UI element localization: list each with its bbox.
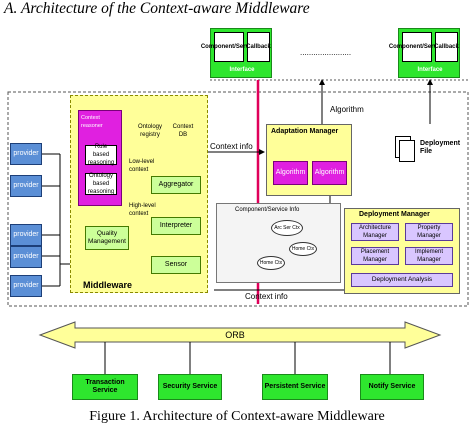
- callback-label: Callback: [434, 32, 459, 62]
- provider-box: provider: [10, 224, 42, 246]
- quality-management-box: Quality Management: [85, 226, 129, 250]
- component-service-info-title: Component/Service Info: [235, 207, 300, 213]
- provider-box: provider: [10, 246, 42, 268]
- notify-service-box: Notify Service: [360, 374, 424, 400]
- component-service-label: Component/Service: [201, 32, 257, 62]
- component-ellipsis: .......................: [300, 48, 352, 57]
- interface-label: Interface: [229, 67, 255, 73]
- middleware-container: Context reasoner Rule based reasoning On…: [70, 95, 208, 293]
- low-level-context-label: Low-level context: [129, 159, 155, 173]
- rule-based-box: Rule based reasoning: [85, 144, 117, 166]
- graph-node: Arc Ser Ctx: [271, 220, 303, 236]
- system-boundary: [7, 91, 469, 307]
- context-info-label-bottom: Context info: [245, 292, 288, 301]
- deployment-file-icon: [399, 140, 415, 162]
- security-service-box: Security Service: [158, 374, 222, 400]
- transaction-service-box: Transaction Service: [72, 374, 138, 400]
- architecture-manager-box: Architecture Manager: [351, 223, 399, 241]
- deployment-file-label: Deployment File: [420, 140, 461, 155]
- persistent-service-box: Persistent Service: [262, 374, 328, 400]
- section-heading: A. Architecture of the Context-aware Mid…: [4, 0, 310, 17]
- context-info-label-top: Context info: [210, 142, 253, 151]
- property-manager-box: Property Manager: [405, 223, 453, 241]
- context-db-label: Context DB: [172, 124, 194, 138]
- interface-label: Interface: [417, 67, 443, 73]
- provider-box: provider: [10, 175, 42, 197]
- sensor-box: Sensor: [151, 256, 201, 274]
- callback-label: Callback: [246, 32, 271, 62]
- high-level-context-label: High-level context: [129, 203, 156, 217]
- implement-manager-box: Implement Manager: [405, 247, 453, 265]
- placement-manager-box: Placement Manager: [351, 247, 399, 265]
- ontology-based-box: Ontology based reasoning: [85, 173, 117, 195]
- orb-arrow-shape: [38, 321, 442, 349]
- adaptation-manager-title: Adaptation Manager: [271, 128, 339, 135]
- adaptation-manager-box: Adaptation Manager Algorithm Algorithm: [266, 124, 352, 196]
- ontology-registry-label: Ontology registry: [137, 124, 162, 138]
- interpreter-box: Interpreter: [151, 217, 201, 235]
- deployment-manager-title: Deployment Manager: [359, 211, 430, 218]
- algorithm-label: Algorithm: [330, 105, 364, 114]
- deployment-manager-box: Deployment Manager Architecture Manager …: [344, 208, 460, 294]
- context-reasoner-box: Context reasoner Rule based reasoning On…: [78, 110, 122, 206]
- algorithm-box: Algorithm: [273, 161, 308, 185]
- component-service-info-panel: Component/Service Info Arc Ser Ctx Home …: [216, 203, 341, 283]
- context-reasoner-label: Context reasoner: [81, 115, 103, 129]
- provider-box: provider: [10, 143, 42, 165]
- deployment-analysis-box: Deployment Analysis: [351, 273, 453, 287]
- component-service-label: Component/Service: [389, 32, 445, 62]
- algorithm-box: Algorithm: [312, 161, 347, 185]
- orb-label: ORB: [225, 330, 245, 340]
- figure-caption: Figure 1. Architecture of Context-aware …: [89, 409, 385, 424]
- graph-node: Home Ctx: [257, 256, 285, 270]
- aggregator-box: Aggregator: [151, 176, 201, 194]
- graph-node: Home Ctx: [289, 242, 317, 256]
- component-box-right: Component/Service Callback Interface: [389, 28, 460, 78]
- provider-box: provider: [10, 275, 42, 297]
- middleware-title: Middleware: [83, 280, 133, 290]
- component-box-left: Component/Service Callback Interface: [201, 28, 272, 78]
